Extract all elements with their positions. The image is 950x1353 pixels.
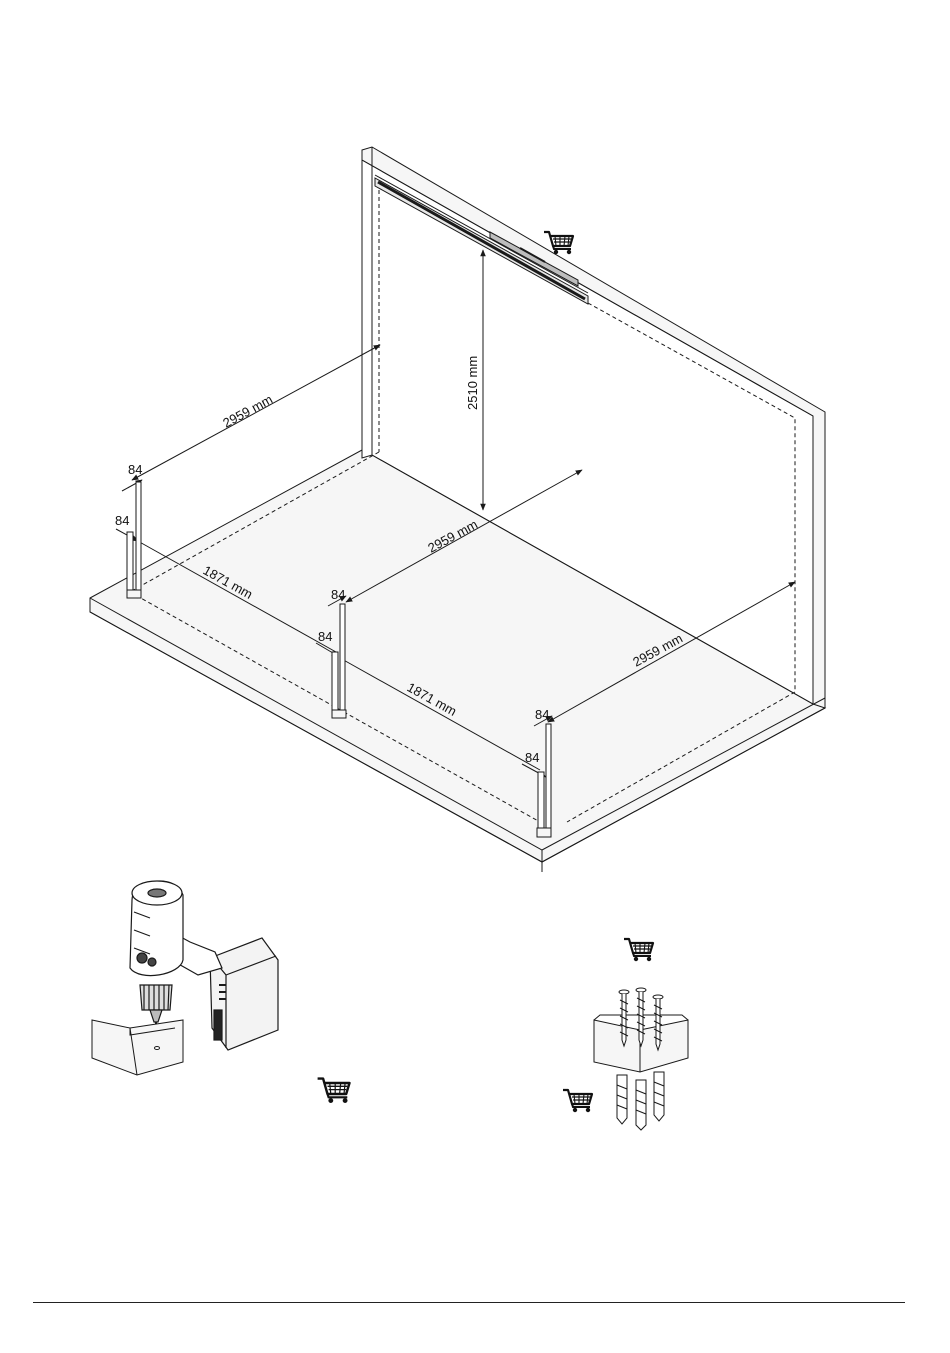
footer-divider — [33, 1302, 905, 1303]
dim-post-b-side: 84 — [318, 629, 332, 644]
shopping-cart-icon — [563, 1090, 592, 1112]
dim-spacing-back: 2959 mm — [220, 392, 275, 431]
dim-post-c-side: 84 — [525, 750, 539, 765]
wall-plugs-icon — [617, 1072, 664, 1130]
room-walls — [90, 147, 825, 872]
shopping-cart-icon — [624, 939, 653, 961]
screws-icon — [619, 988, 663, 1050]
dim-rail-height: 2510 mm — [465, 356, 480, 410]
dim-post-b-top: 84 — [331, 587, 345, 602]
dim-post-c-top: 84 — [535, 707, 549, 722]
u-bracket-icon — [92, 1020, 183, 1075]
floor-slab — [90, 450, 825, 862]
shopping-cart-icon — [318, 1079, 350, 1103]
dim-post-a-side: 84 — [115, 513, 129, 528]
dim-post-a-top: 84 — [128, 462, 142, 477]
